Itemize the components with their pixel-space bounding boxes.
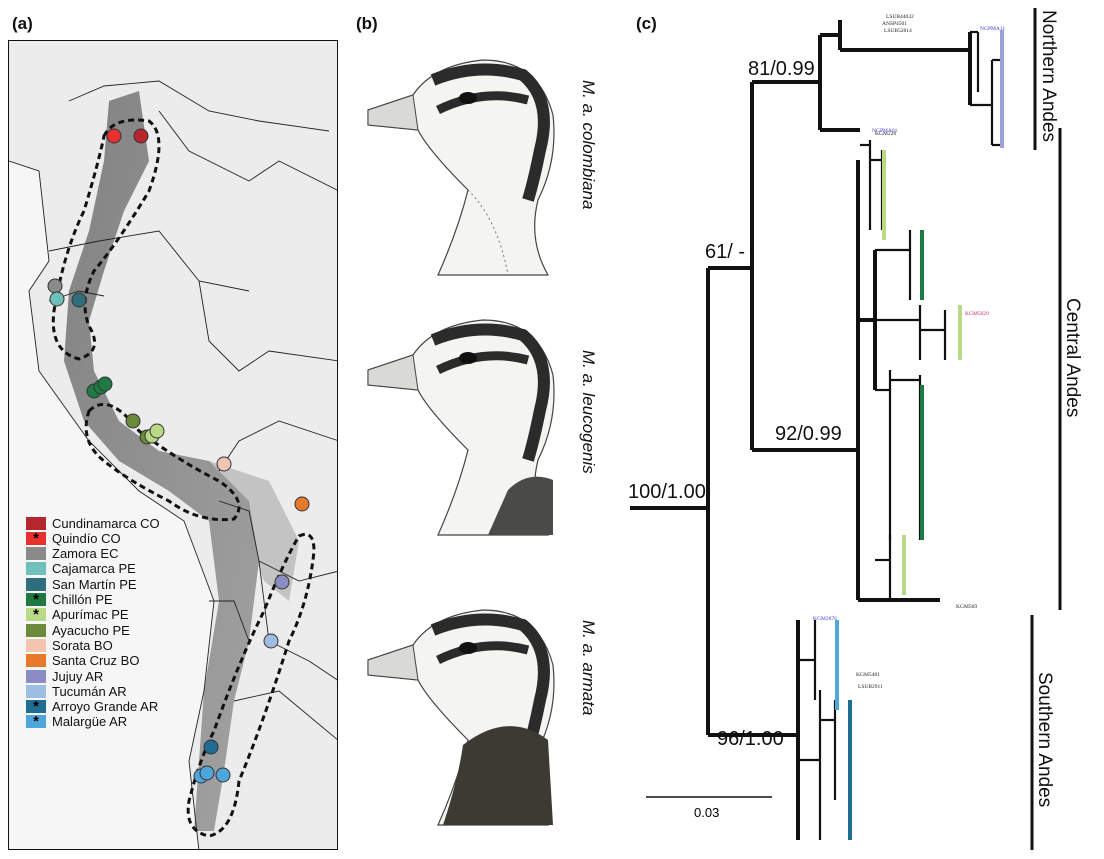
legend-label: Quindío CO [52, 530, 121, 546]
star-icon: * [26, 607, 46, 622]
clade-label-north: Northern Andes [1038, 10, 1059, 142]
legend-row: * Chillón PE [26, 592, 113, 608]
duck-caption-leucogenis: M. a. leucogenis [579, 350, 598, 474]
legend-swatch [26, 516, 46, 530]
scale-bar-label: 0.03 [694, 805, 719, 820]
legend-label: Malargüe AR [52, 714, 128, 730]
legend-row: Sorata BO [26, 637, 113, 653]
legend-label: Cundinamarca CO [52, 515, 160, 531]
clade-label-central: Central Andes [1062, 298, 1083, 417]
legend-row: Ayacucho PE [26, 622, 130, 638]
support-north: 81/0.99 [748, 58, 815, 80]
dot-santa-cruz [294, 496, 310, 512]
tip-label-0: LSUB44032 [886, 14, 914, 20]
north-tip-dots [1000, 30, 1004, 148]
duck-caption-armata: M. a. armata [579, 620, 598, 716]
legend-row: * Arroyo Grande AR [26, 699, 158, 715]
legend-row: San Martín PE [26, 576, 137, 592]
relief-map [8, 40, 338, 850]
dot-chillon-3 [97, 376, 113, 392]
dot-quindio [106, 128, 122, 144]
legend-swatch [26, 623, 46, 637]
legend-row: * Quindío CO [26, 530, 121, 546]
legend-row: Jujuy AR [26, 668, 103, 684]
panel-b-label: (b) [356, 14, 378, 33]
dot-arroyo-grande [203, 739, 219, 755]
tip-label-7: NGPMA01 [872, 128, 898, 134]
tip-markers [835, 30, 1004, 840]
legend-label: Chillón PE [52, 592, 113, 607]
dot-malargue-3 [215, 767, 231, 783]
tip-label-1: ANSP4501 [882, 21, 907, 27]
dot-malargue-2 [199, 765, 215, 781]
tree-backbone [630, 20, 972, 840]
star-icon: * [26, 531, 46, 546]
tip-label-6: KGM569 [956, 604, 977, 610]
legend-label: Apurímac PE [52, 607, 129, 623]
duck-caption-colombiana: M. a. colombiana [579, 80, 598, 210]
star-icon: * [26, 699, 46, 714]
legend-row: Cundinamarca CO [26, 515, 160, 531]
panel-a-label: (a) [12, 14, 33, 33]
legend-row: * Malargüe AR [26, 714, 127, 730]
legend-row: Zamora EC [26, 546, 118, 562]
legend-label: Tucumán AR [52, 683, 127, 699]
tip-labels: LSUB44032 ANSP4501 LSUB52814 NGPMA11 KGM… [813, 14, 1005, 690]
legend-row: Tucumán AR [26, 683, 127, 699]
support-south: 96/1.00 [717, 728, 784, 750]
support-central: 92/0.99 [775, 423, 842, 445]
tip-label-2: LSUB52814 [884, 28, 912, 34]
sample-dots [47, 128, 310, 784]
dot-apurimac-2 [149, 423, 165, 439]
duck-illustration-armata [367, 609, 555, 826]
legend-swatch [26, 577, 46, 591]
legend-swatch [26, 638, 46, 652]
dot-ayacucho-1 [125, 413, 141, 429]
legend-label: Arroyo Grande AR [52, 699, 159, 715]
central-tip-dots [882, 150, 962, 595]
star-icon: * [26, 714, 46, 729]
tip-label-3: NGPMA11 [980, 26, 1005, 32]
dot-sorata [216, 456, 232, 472]
duck-illustration-leucogenis [367, 319, 555, 536]
dot-jujuy [274, 574, 290, 590]
dot-san-martin [71, 292, 87, 308]
tip-label-4: KGM228 [875, 131, 896, 137]
legend-label: Ayacucho PE [52, 622, 130, 638]
tip-label-5: KGM5629 [965, 311, 989, 317]
support-root: 100/1.00 [628, 481, 706, 503]
phylogenetic-tree: LSUB44032 ANSP4501 LSUB52814 NGPMA11 KGM… [628, 8, 1083, 850]
legend-row: Santa Cruz BO [26, 653, 139, 669]
panel-c-label: (c) [636, 14, 657, 33]
legend-swatch [26, 669, 46, 683]
clade-label-south: Southern Andes [1034, 672, 1055, 807]
legend-label: Santa Cruz BO [52, 653, 140, 669]
tip-label-10: LSUB2911 [858, 684, 883, 690]
legend-swatch [26, 562, 46, 576]
legend-label: Cajamarca PE [52, 561, 136, 577]
legend-label: Sorata BO [52, 637, 113, 653]
tip-label-9: KGM5481 [856, 672, 880, 678]
tip-label-8: KGM2876 [813, 616, 837, 622]
star-icon: * [26, 592, 46, 607]
dot-tucuman [263, 633, 279, 649]
dot-cajamarca [49, 291, 65, 307]
map-svg [9, 41, 337, 849]
legend-label: San Martín PE [52, 576, 137, 592]
legend-row: Cajamarca PE [26, 561, 136, 577]
south-tip-dots [835, 620, 852, 840]
duck-illustration-colombiana [367, 59, 555, 276]
tree-twigs [798, 30, 1000, 840]
legend-row: * Apurímac PE [26, 607, 129, 623]
dot-cundinamarca [133, 128, 149, 144]
legend-swatch [26, 654, 46, 668]
legend-swatch [26, 684, 46, 698]
dot-zamora [47, 278, 63, 294]
legend-swatch [26, 547, 46, 561]
support-north-central: 61/ - [705, 241, 745, 263]
legend-label: Jujuy AR [52, 668, 104, 684]
legend-label: Zamora EC [52, 546, 119, 562]
